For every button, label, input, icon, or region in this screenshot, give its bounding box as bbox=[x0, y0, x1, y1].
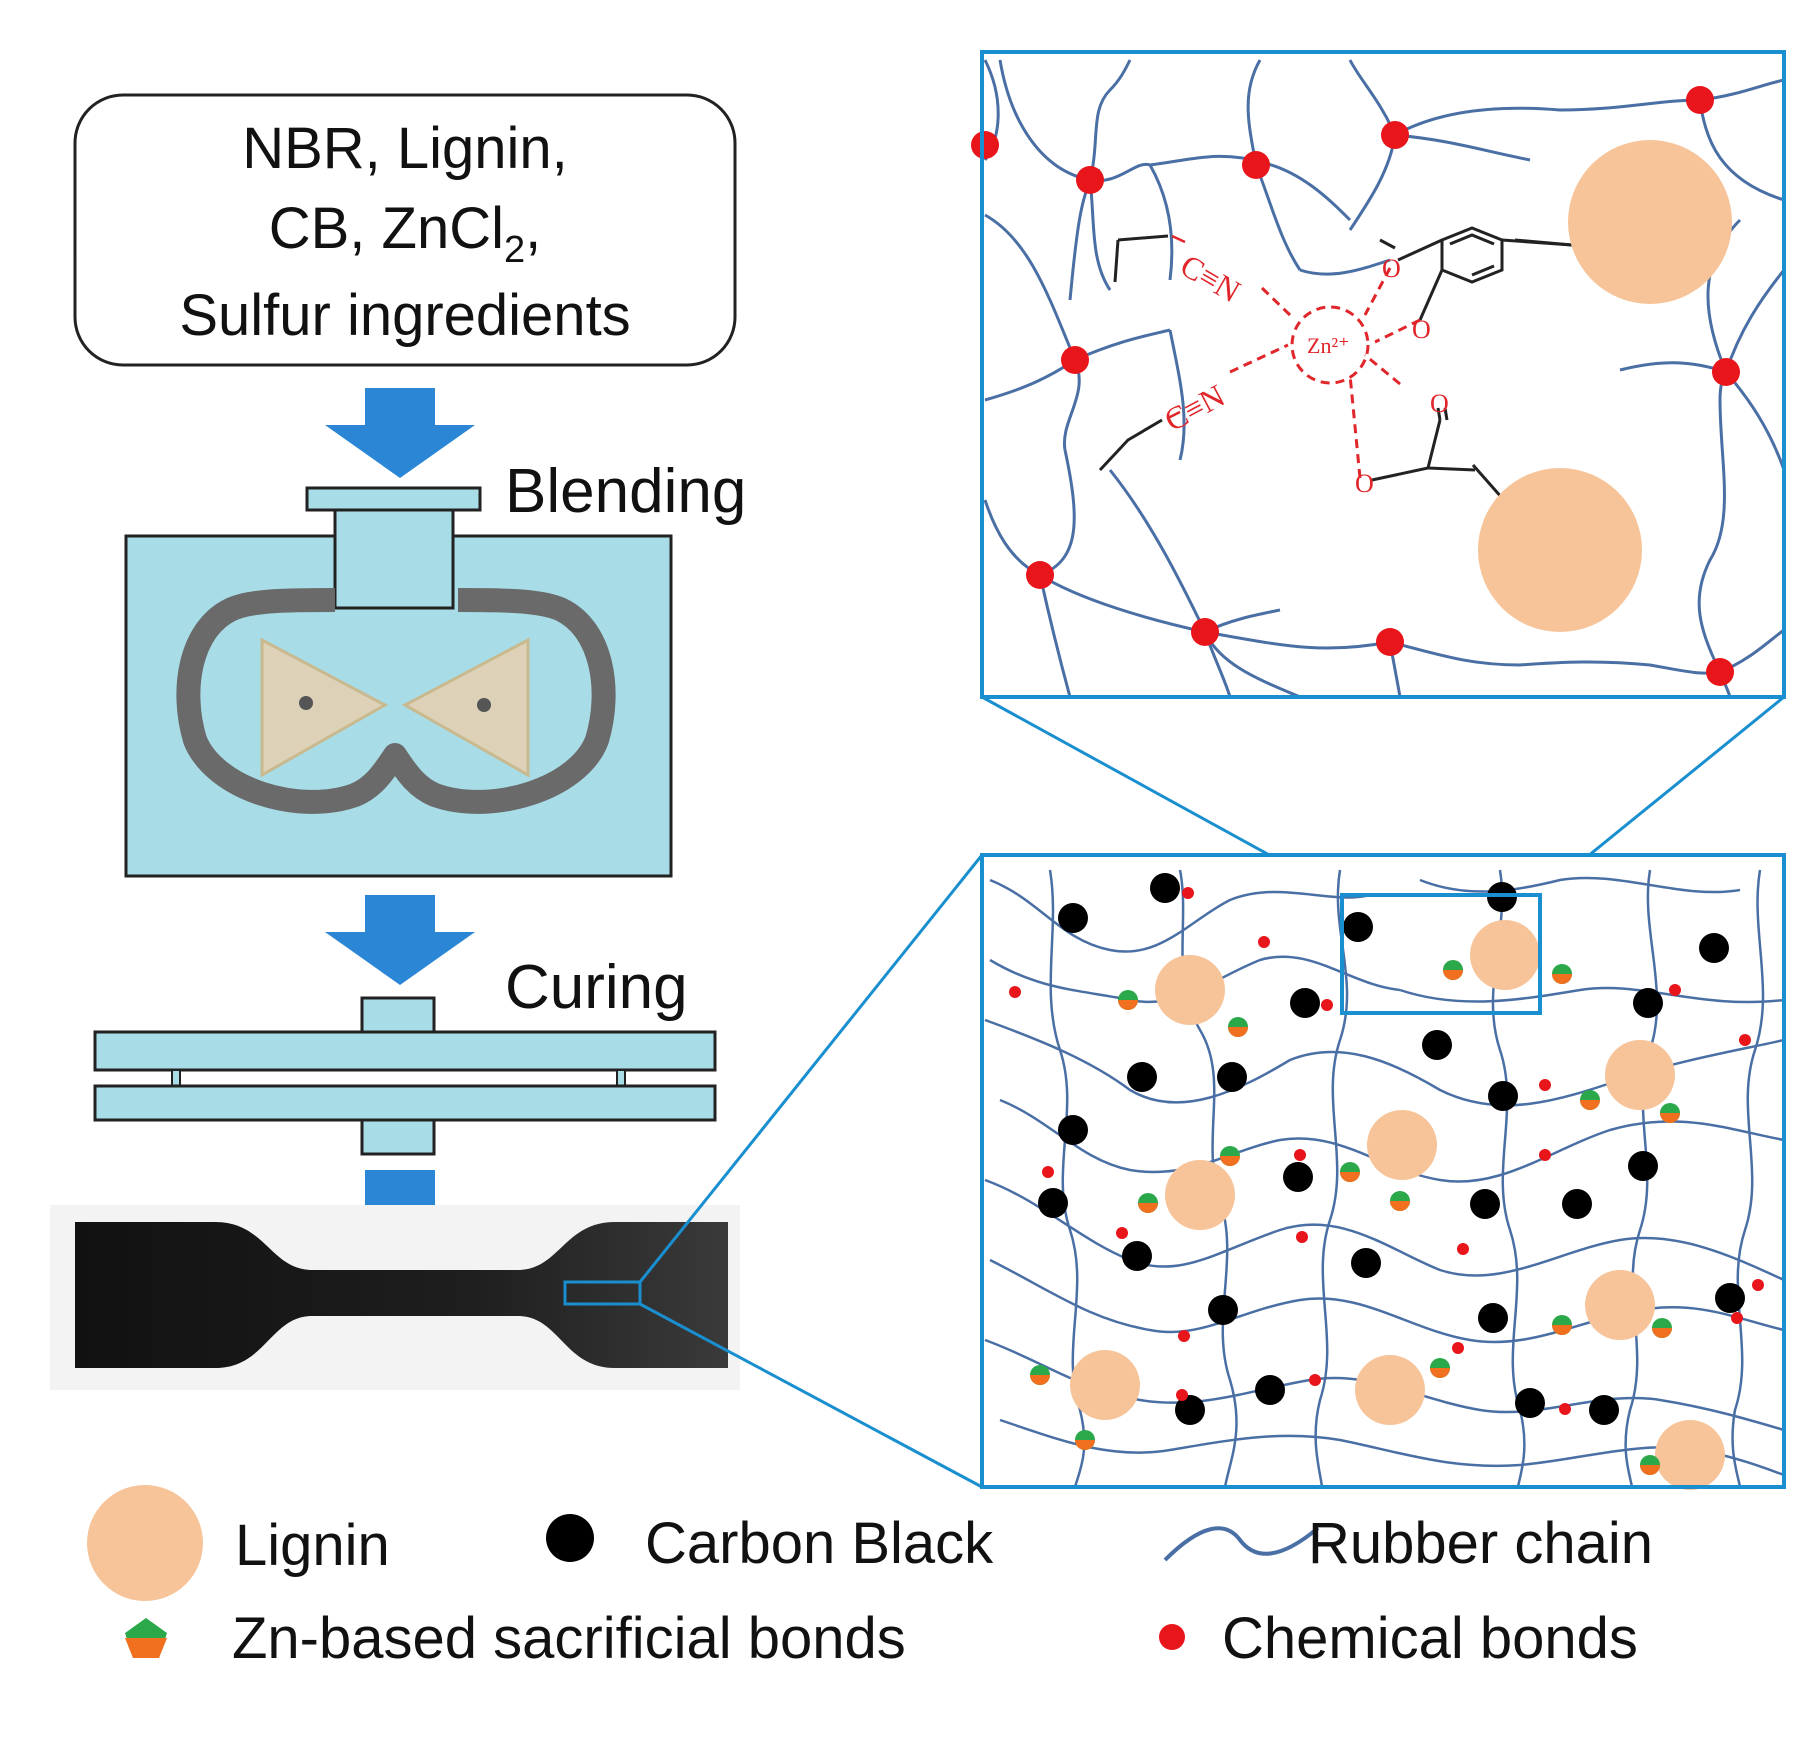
carbon-black-legend-icon bbox=[546, 1514, 594, 1562]
hot-press-icon bbox=[93, 996, 717, 1156]
zn-bond-legend-icon bbox=[125, 1618, 167, 1658]
legend-lignin-label: Lignin bbox=[235, 1513, 390, 1578]
arrow-to-blending-icon bbox=[325, 388, 475, 478]
ingredients-line-2: CB, ZnCl2, bbox=[269, 196, 542, 271]
legend: Lignin Carbon Black Rubber chain Zn-base… bbox=[87, 1485, 1653, 1671]
chemical-bond-legend-icon bbox=[1159, 1624, 1185, 1650]
zinc-ion: Zn²⁺ bbox=[1307, 333, 1350, 358]
legend-carbon-black-label: Carbon Black bbox=[645, 1511, 994, 1576]
chemical-bond-dot bbox=[1686, 86, 1714, 114]
carbon-black-particles bbox=[1038, 873, 1745, 1425]
legend-chemical-bonds-label: Chemical bonds bbox=[1222, 1606, 1638, 1671]
molecular-zoom-panel: C≡N C≡N Zn²⁺ O O O O bbox=[971, 50, 1786, 699]
chemical-bond-dots bbox=[1009, 887, 1764, 1415]
chemical-bond-dot bbox=[1376, 628, 1404, 656]
curing-label: Curing bbox=[505, 953, 688, 1022]
legend-zn-bonds-label: Zn-based sacrificial bonds bbox=[232, 1606, 906, 1671]
chemical-bond-dot bbox=[1712, 358, 1740, 386]
chemical-bond-dot bbox=[1242, 151, 1270, 179]
ingredients-line-3: Sulfur ingredients bbox=[179, 283, 630, 348]
lignin-particles bbox=[1070, 920, 1725, 1490]
chemical-bond-dot bbox=[1026, 561, 1054, 589]
lignin-particle bbox=[1568, 140, 1732, 304]
chemical-bond-dot bbox=[1061, 346, 1089, 374]
ingredients-box: NBR, Lignin, CB, ZnCl2, Sulfur ingredien… bbox=[73, 93, 737, 367]
blending-label: Blending bbox=[505, 457, 746, 526]
lignin-particle bbox=[1478, 468, 1642, 632]
ingredients-line-1: NBR, Lignin, bbox=[242, 116, 568, 181]
chemical-bond-dot bbox=[1381, 121, 1409, 149]
arrow-to-curing-icon bbox=[325, 895, 475, 985]
legend-rubber-chain-label: Rubber chain bbox=[1308, 1511, 1653, 1576]
chemical-bond-dot bbox=[971, 131, 999, 159]
network-zoom-panel bbox=[980, 853, 1786, 1490]
oxygen-atom-1: O bbox=[1382, 254, 1401, 283]
zn-sacrificial-bonds bbox=[1030, 960, 1680, 1475]
chemical-bond-dot bbox=[1706, 658, 1734, 686]
chemical-bond-dot bbox=[1191, 618, 1219, 646]
oxygen-atom-4: O bbox=[1355, 469, 1374, 498]
lignin-legend-icon bbox=[87, 1485, 203, 1601]
internal-mixer-icon bbox=[124, 486, 673, 878]
chemical-bond-dot bbox=[1076, 166, 1104, 194]
dumbbell-specimen bbox=[50, 1205, 740, 1390]
rubber-chain-legend-icon bbox=[1163, 1526, 1320, 1562]
oxygen-atom-2: O bbox=[1412, 315, 1431, 344]
oxygen-atom-3: O bbox=[1430, 389, 1449, 418]
inset-zoom-marker bbox=[1340, 893, 1542, 1015]
zoom-region-marker bbox=[563, 1280, 642, 1306]
